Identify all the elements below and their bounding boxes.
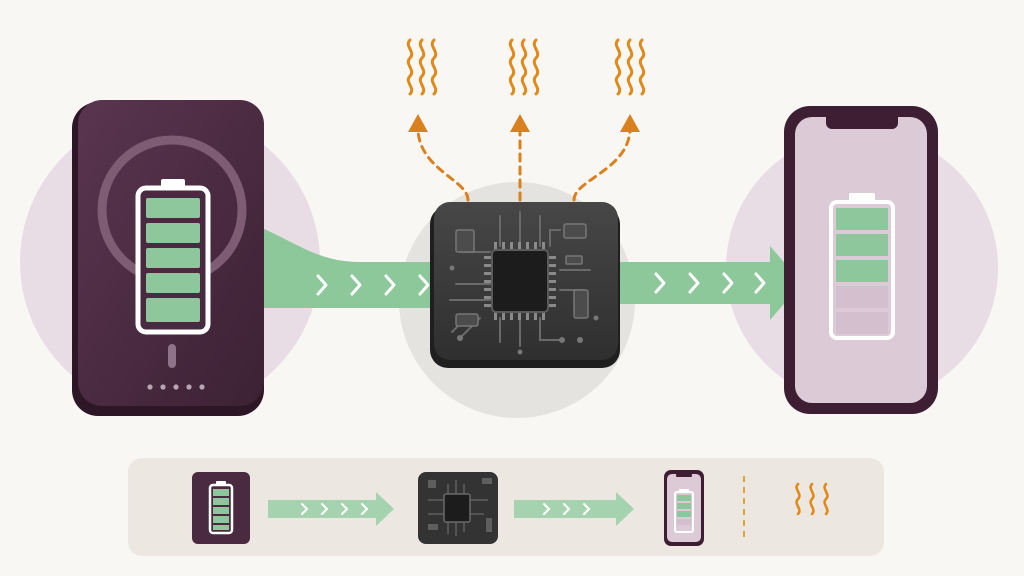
legend-flow-arrow-icon-2	[514, 492, 634, 526]
smartphone-icon	[784, 106, 938, 414]
flow-arrow-chip-to-phone	[618, 246, 802, 320]
heat-arrowheads	[408, 114, 640, 132]
legend-flow-arrow-icon-1	[268, 492, 394, 526]
heat-arrow-left	[416, 128, 470, 202]
legend-microchip-icon	[418, 472, 498, 544]
power-bank-led	[168, 344, 176, 368]
heat-arrows	[416, 128, 632, 202]
power-bank-battery-icon	[135, 179, 211, 335]
phone-battery-icon	[829, 193, 895, 340]
legend-smartphone-icon	[664, 470, 704, 546]
legend-strip	[128, 458, 884, 556]
legend-power-bank-icon	[192, 472, 250, 544]
power-bank-icon	[72, 100, 264, 416]
microchip-icon	[430, 202, 620, 368]
chip-core	[491, 249, 549, 313]
heat-waves-icon	[406, 38, 646, 96]
heat-arrow-right	[572, 128, 632, 202]
power-bank-indicator-dots	[147, 384, 205, 390]
phone-notch	[826, 117, 898, 129]
flow-arrow-power-to-chip	[262, 228, 470, 326]
legend-heat-waves-icon	[795, 482, 829, 516]
